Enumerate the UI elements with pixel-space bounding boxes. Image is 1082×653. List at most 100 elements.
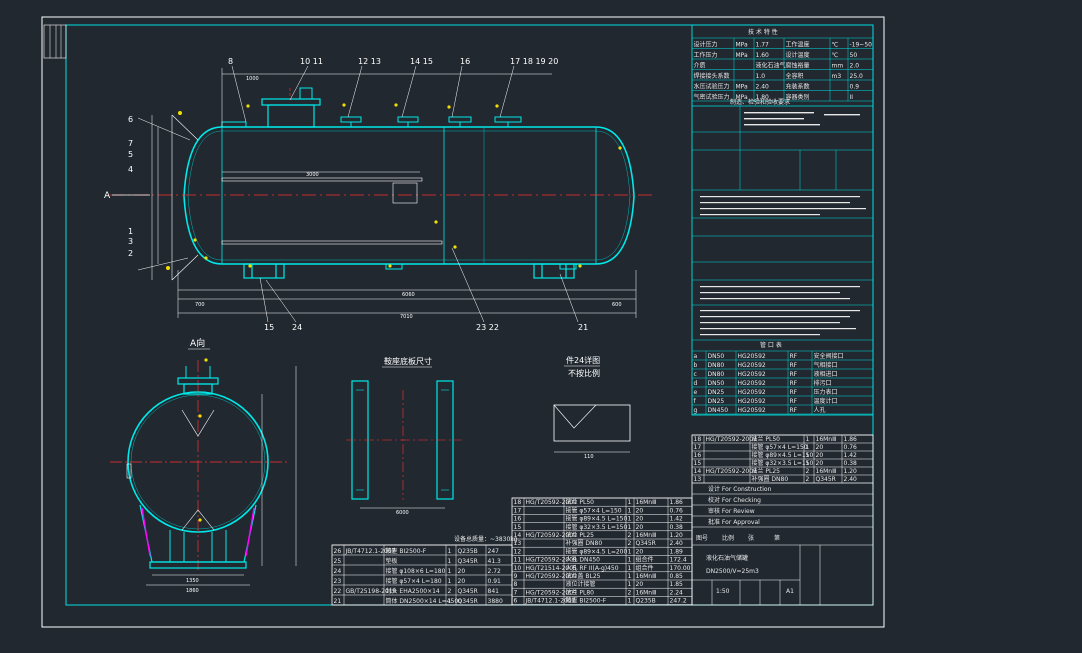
- approval-cell: 设计 For Construction: [708, 485, 772, 493]
- tech-row-cell: MPa: [736, 42, 749, 49]
- part-label: 8: [228, 57, 233, 66]
- tech-row-cell: 1.60: [756, 52, 770, 59]
- part-row-cell: 法兰 PL25: [566, 531, 595, 539]
- part-row-cell: 20: [636, 507, 644, 514]
- top-nozzles: [221, 116, 522, 128]
- tech-row-cell: 25.0: [850, 73, 864, 80]
- part-24-plate: [553, 404, 631, 442]
- part-row-r-cell: 接管 φ32×3.5 L=150: [752, 459, 814, 467]
- part-row-2-cell: 20: [458, 578, 466, 585]
- part-row-r-cell: 1.86: [844, 436, 858, 443]
- nozzle-row-cell: 人孔: [814, 406, 826, 414]
- part-row-r-cell: 法兰 PL25: [752, 467, 781, 475]
- part-row-r-cell: 0.76: [844, 444, 858, 451]
- part-row-cell: 9: [514, 573, 518, 580]
- part-row-2-cell: 1: [448, 548, 452, 555]
- part-row-cell: 16: [514, 516, 522, 523]
- approval-cell: 审核 For Review: [708, 507, 755, 515]
- tech-row-cell: 水压试验压力: [694, 83, 730, 91]
- dim-7010: 7010: [400, 314, 413, 320]
- part-row-2-cell: JB/T4712.1-2007: [345, 548, 396, 555]
- part-row-2-cell: 接管 φ108×6 L=180: [386, 567, 446, 575]
- part-row-cell: HG/T20592-2009: [526, 589, 578, 596]
- part-row-2-cell: 841: [488, 588, 500, 595]
- nozzle-row-cell: RF: [790, 398, 798, 405]
- part-row-cell: 组合件: [636, 556, 654, 564]
- part-row-cell: 15: [514, 524, 522, 531]
- part-row-r-cell: 1: [806, 436, 810, 443]
- dim-3000: 3000: [306, 172, 319, 178]
- part-row-cell: 0.85: [670, 573, 684, 580]
- part-label: 17 18 19 20: [510, 57, 558, 66]
- nozzle-row-cell: RF: [790, 380, 798, 387]
- part-row-r-cell: 16MnⅢ: [816, 468, 837, 475]
- nozzle-row-cell: g: [694, 407, 698, 414]
- part-row-cell: 8: [514, 581, 518, 588]
- detail-title-part24: 件24详图: [566, 355, 600, 365]
- tech-row-cell: 1.0: [756, 73, 766, 80]
- part-row-cell: 1: [628, 516, 632, 523]
- part-row-r-cell: 接管 φ89×4.5 L=150: [752, 451, 814, 459]
- part-row-r-cell: 13: [694, 476, 702, 483]
- approval-cell: 校对 For Checking: [708, 496, 761, 504]
- part-24-detail: 件24详图 不按比例 110: [553, 355, 631, 460]
- nozzle-row-cell: d: [694, 380, 698, 387]
- left-strip-lines: [49, 25, 62, 58]
- tech-row-cell: 1.77: [756, 42, 770, 49]
- end-view-a: A向 1350 1860: [110, 337, 297, 594]
- nozzle-row-cell: e: [694, 389, 698, 396]
- part-row-r-cell: 16MnⅢ: [816, 436, 837, 443]
- title-cell: 第: [774, 534, 780, 542]
- part-row-cell: 1.85: [670, 581, 684, 588]
- part-row-2-cell: Q345R: [458, 588, 478, 595]
- end-saddle-ribs: [169, 530, 227, 562]
- tech-row-cell: 气密试验压力: [694, 93, 730, 101]
- part-row-2-cell: 封头 EHA2500×14: [386, 587, 440, 595]
- nozzle-row-cell: HG20592: [738, 362, 766, 369]
- tech-row-cell: 容器类别: [786, 93, 810, 101]
- part-24-cutout: [553, 404, 597, 429]
- part-row-2-cell: 筒体 DN2500×14 L=4500: [386, 597, 463, 605]
- part-row-cell: 16MnⅢ: [636, 589, 657, 596]
- nozzle-row-cell: HG20592: [738, 389, 766, 396]
- part-row-2-cell: 2: [448, 588, 452, 595]
- tech-row-cell: MPa: [736, 84, 749, 91]
- part-row-2-cell: Q345R: [458, 598, 478, 605]
- tech-row-cell: 1.80: [756, 94, 770, 101]
- part-label: 7: [128, 139, 133, 148]
- tech-row-cell: -19~50: [850, 42, 873, 49]
- tech-row-cell: 液化石油气: [756, 62, 786, 70]
- title-cell: 比例: [722, 534, 734, 542]
- part-row-cell: 接管 φ89×4.5 L=150: [566, 515, 628, 523]
- design-standard-textlines: [700, 112, 866, 336]
- part-row-cell: 170.00: [670, 565, 691, 572]
- tech-row-cell: 全容积: [786, 72, 804, 80]
- part-row-cell: 1.89: [670, 548, 684, 555]
- end-side-nozzle: [126, 463, 132, 479]
- nozzle-row-cell: DN25: [708, 398, 725, 405]
- approval-block: 设计 For Construction 校对 For Checking 审核 For…: [692, 482, 873, 542]
- nozzle-row-cell: DN80: [708, 362, 725, 369]
- part-row-cell: 11: [514, 557, 522, 564]
- dim-1350: 1350: [186, 578, 199, 584]
- part-row-r-cell: 接管 φ57×4 L=150: [752, 443, 808, 451]
- end-manhole-neck: [183, 383, 213, 395]
- part-row-cell: 法兰 PL80: [566, 588, 595, 596]
- tech-row-cell: m3: [832, 73, 842, 80]
- tech-row-cell: ℃: [832, 42, 839, 49]
- part-row-cell: 12: [514, 548, 522, 555]
- drawing-scale: 1:50: [716, 588, 730, 595]
- tech-table-title: 技 术 特 性: [748, 28, 778, 36]
- nozzle-row-cell: 温度计口: [814, 397, 838, 405]
- nozzle-row-cell: f: [694, 398, 697, 405]
- dim-600: 600: [612, 302, 622, 308]
- dim-700: 700: [195, 302, 205, 308]
- part-row-cell: 16MnⅢ: [636, 532, 657, 539]
- dim-6060: 6060: [402, 292, 415, 298]
- part-label: 15: [264, 323, 274, 332]
- part-row-cell: 1: [628, 598, 632, 605]
- tech-row-cell: II: [850, 94, 854, 101]
